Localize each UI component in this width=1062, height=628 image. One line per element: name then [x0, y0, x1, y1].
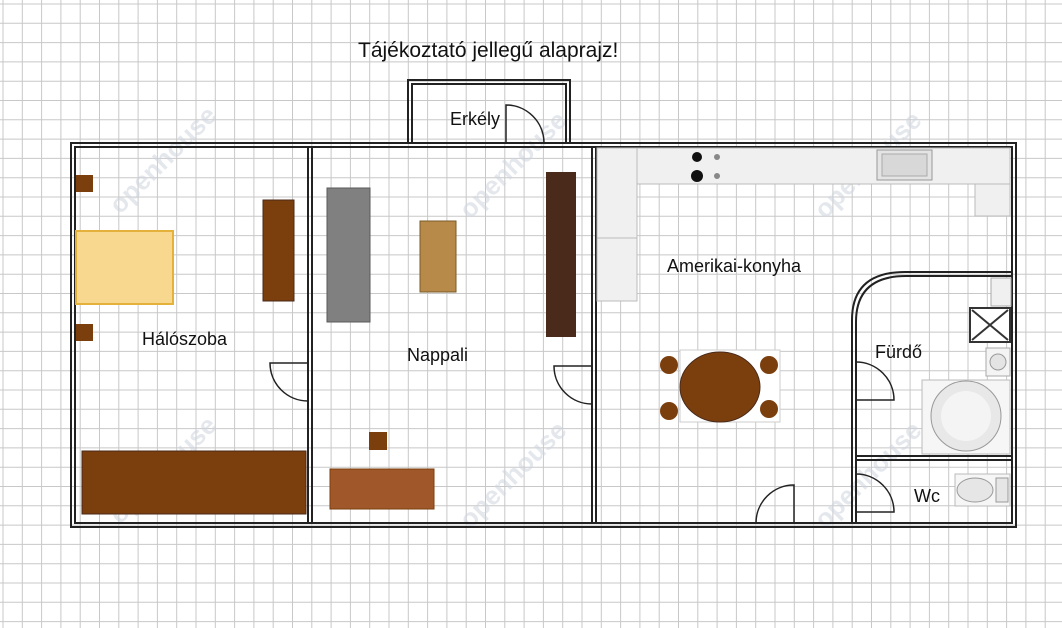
- bedroom-furniture: [75, 175, 307, 515]
- toilet-tank: [995, 477, 1009, 503]
- coffee-table: [419, 220, 457, 293]
- room-label-kitchen: Amerikai-konyha: [667, 256, 802, 276]
- door-kitchen-entry: [755, 484, 795, 524]
- dining-chair: [760, 356, 778, 374]
- bathroom-fixtures: [921, 277, 1012, 507]
- plan-title: Tájékoztató jellegű alaprajz!: [358, 39, 618, 62]
- bathroom-wall-inner: [855, 275, 1012, 523]
- room-label-wc: Wc: [914, 486, 940, 506]
- counter-top: [596, 147, 1011, 185]
- stove-burner: [714, 173, 720, 179]
- room-label-bathroom: Fürdő: [875, 342, 922, 362]
- sink-basin: [881, 153, 928, 177]
- desk: [329, 468, 435, 510]
- watermark: openhouse: [453, 415, 572, 534]
- watermark: openhouse: [808, 415, 927, 534]
- stove-burner: [691, 170, 703, 182]
- room-label-bedroom: Hálószoba: [142, 329, 228, 349]
- outer-wall-inner: [74, 146, 1013, 524]
- stove-burner: [692, 152, 702, 162]
- dining-chair: [660, 402, 678, 420]
- fridge: [596, 237, 638, 302]
- watermark: openhouse: [103, 100, 222, 219]
- bathtub-basin-inner: [941, 391, 991, 441]
- room-label-balcony: Erkély: [450, 109, 500, 129]
- walls: [70, 79, 1017, 528]
- counter-left: [596, 147, 638, 239]
- dresser: [262, 199, 295, 302]
- shower-cross: [971, 309, 1009, 341]
- stove-burner: [714, 154, 720, 160]
- doors: [269, 104, 895, 524]
- door-living: [553, 365, 593, 405]
- door-bedroom: [269, 362, 309, 402]
- washer-box: [990, 277, 1012, 307]
- door-wc: [855, 473, 895, 513]
- nightstand-top: [76, 175, 93, 192]
- sofa: [326, 187, 371, 323]
- bathroom-wall: [851, 271, 1012, 523]
- bed: [75, 230, 174, 305]
- living-furniture: [326, 172, 576, 510]
- chair: [369, 432, 387, 450]
- wardrobe: [81, 450, 307, 515]
- balcony-wall-inner: [411, 83, 567, 144]
- tv-cabinet: [546, 172, 576, 337]
- door-balcony: [505, 104, 545, 144]
- dining-chair: [760, 400, 778, 418]
- room-label-living: Nappali: [407, 345, 468, 365]
- dining-chair: [660, 356, 678, 374]
- nightstand-bottom: [76, 324, 93, 341]
- toilet-bowl: [956, 477, 994, 503]
- sink-bath-basin: [989, 353, 1007, 371]
- door-bathroom: [855, 361, 895, 401]
- dining-table: [679, 351, 761, 423]
- counter-corner: [974, 183, 1011, 217]
- kitchen-furniture: [596, 147, 1011, 423]
